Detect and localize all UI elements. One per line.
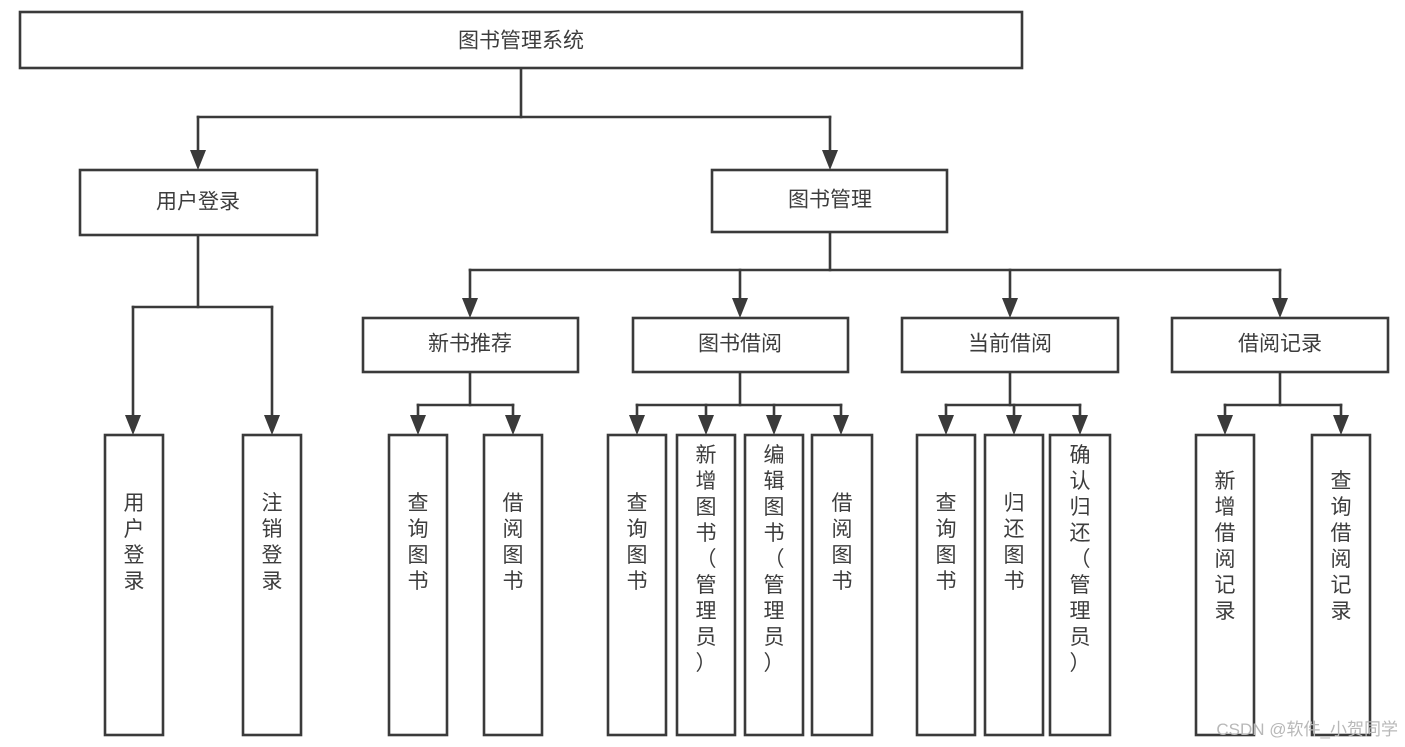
node-root-label: 图书管理系统 <box>458 30 584 53</box>
leaf-currentborrow-confirm-label: 确认归还（管理员） <box>1070 444 1091 675</box>
arrow-head-icon <box>629 415 645 435</box>
node-borrow-record-box[interactable] <box>1170 316 1390 374</box>
leaf-bookborrow-borrow-box[interactable] <box>810 433 874 737</box>
connector-group-book-manage <box>462 230 1288 318</box>
arrow-head-icon <box>1217 415 1233 435</box>
leaf-newbook-query-label: 查询图书 <box>408 492 429 593</box>
watermark-text: CSDN @软件_小贺同学 <box>1216 720 1398 739</box>
leaf-record-query-label: 查询借阅记录 <box>1331 470 1352 623</box>
leaf-node[interactable]: 查询图书 <box>915 433 977 737</box>
arrow-head-icon <box>1333 415 1349 435</box>
node-current-borrow[interactable]: 当前借阅 <box>900 316 1120 374</box>
arrow-head-icon <box>822 150 838 170</box>
leaf-node[interactable]: 用户登录 <box>103 433 165 737</box>
leaf-bookborrow-query-box[interactable] <box>606 433 668 737</box>
leaf-currentborrow-query-label: 查询图书 <box>936 492 957 593</box>
leaf-currentborrow-return-label: 归还图书 <box>1004 492 1025 593</box>
node-borrow-record[interactable]: 借阅记录 <box>1170 316 1390 374</box>
connector-group-current-borrow <box>938 370 1088 435</box>
arrow-head-icon <box>938 415 954 435</box>
node-book-borrow-label: 图书借阅 <box>698 333 782 356</box>
leaf-bookborrow-edit-box[interactable] <box>743 433 805 737</box>
node-user-login-label: 用户登录 <box>156 191 240 214</box>
arrow-head-icon <box>264 415 280 435</box>
arrow-head-icon <box>1002 298 1018 318</box>
leaf-newbook-query-box[interactable] <box>387 433 449 737</box>
arrow-head-icon <box>1072 415 1088 435</box>
leaf-node[interactable]: 归还图书 <box>983 433 1045 737</box>
node-new-book-recommend[interactable]: 新书推荐 <box>361 316 580 374</box>
leaf-node[interactable]: 确认归还（管理员） <box>1048 433 1112 737</box>
leaf-node[interactable]: 查询图书 <box>606 433 668 737</box>
leaf-node[interactable]: 查询图书 <box>387 433 449 737</box>
node-new-book-recommend-label: 新书推荐 <box>428 333 512 356</box>
node-book-manage-label: 图书管理 <box>788 189 872 212</box>
leaf-logout-label: 注销登录 <box>262 492 283 593</box>
leaf-user-login-box[interactable] <box>103 433 165 737</box>
leaf-record-query-box[interactable] <box>1310 433 1372 737</box>
node-current-borrow-box[interactable] <box>900 316 1120 374</box>
leaf-record-add-label: 新增借阅记录 <box>1215 470 1236 623</box>
arrow-head-icon <box>462 298 478 318</box>
leaf-currentborrow-return-box[interactable] <box>983 433 1045 737</box>
node-user-login[interactable]: 用户登录 <box>78 168 319 237</box>
leaf-bookborrow-add-box[interactable] <box>675 433 737 737</box>
leaf-newbook-borrow-label: 借阅图书 <box>503 492 524 593</box>
connector-group-new-book <box>410 370 521 435</box>
arrow-head-icon <box>125 415 141 435</box>
leaf-bookborrow-add-label: 新增图书（管理员） <box>696 444 717 675</box>
arrow-head-icon <box>410 415 426 435</box>
arrow-head-icon <box>732 298 748 318</box>
leaf-node[interactable]: 查询借阅记录 <box>1310 433 1372 737</box>
arrow-head-icon <box>505 415 521 435</box>
arrow-head-icon <box>190 150 206 170</box>
arrow-head-icon <box>1272 298 1288 318</box>
leaf-bookborrow-borrow-label: 借阅图书 <box>832 492 853 593</box>
leaf-node[interactable]: 注销登录 <box>241 433 303 737</box>
node-root[interactable]: 图书管理系统 <box>18 10 1024 70</box>
leaf-node[interactable]: 新增图书（管理员） <box>675 433 737 737</box>
connector-group-borrow-record <box>1217 370 1349 435</box>
leaf-node[interactable]: 编辑图书（管理员） <box>743 433 805 737</box>
node-new-book-recommend-box[interactable] <box>361 316 580 374</box>
node-book-manage-box[interactable] <box>710 168 949 234</box>
leaf-currentborrow-confirm-box[interactable] <box>1048 433 1112 737</box>
leaf-logout-box[interactable] <box>241 433 303 737</box>
leaf-record-add-box[interactable] <box>1194 433 1256 737</box>
leaf-node[interactable]: 新增借阅记录 <box>1194 433 1256 737</box>
leaf-node[interactable]: 借阅图书 <box>482 433 544 737</box>
arrow-head-icon <box>698 415 714 435</box>
node-book-manage[interactable]: 图书管理 <box>710 168 949 234</box>
node-book-borrow[interactable]: 图书借阅 <box>631 316 850 374</box>
node-root-box[interactable] <box>18 10 1024 70</box>
connector-group-book-borrow <box>629 370 849 435</box>
leaf-node[interactable]: 借阅图书 <box>810 433 874 737</box>
arrow-head-icon <box>833 415 849 435</box>
leaf-user-login-label: 用户登录 <box>124 492 145 593</box>
leaf-bookborrow-edit-label: 编辑图书（管理员） <box>764 444 785 675</box>
node-book-borrow-box[interactable] <box>631 316 850 374</box>
leaf-currentborrow-query-box[interactable] <box>915 433 977 737</box>
arrow-head-icon <box>1006 415 1022 435</box>
node-borrow-record-label: 借阅记录 <box>1238 333 1322 356</box>
arrow-head-icon <box>766 415 782 435</box>
leaf-newbook-borrow-box[interactable] <box>482 433 544 737</box>
connector-group-user-login <box>125 233 280 435</box>
connector-group-root <box>190 66 838 170</box>
node-current-borrow-label: 当前借阅 <box>968 333 1052 356</box>
leaf-bookborrow-query-label: 查询图书 <box>627 492 648 593</box>
node-user-login-box[interactable] <box>78 168 319 237</box>
